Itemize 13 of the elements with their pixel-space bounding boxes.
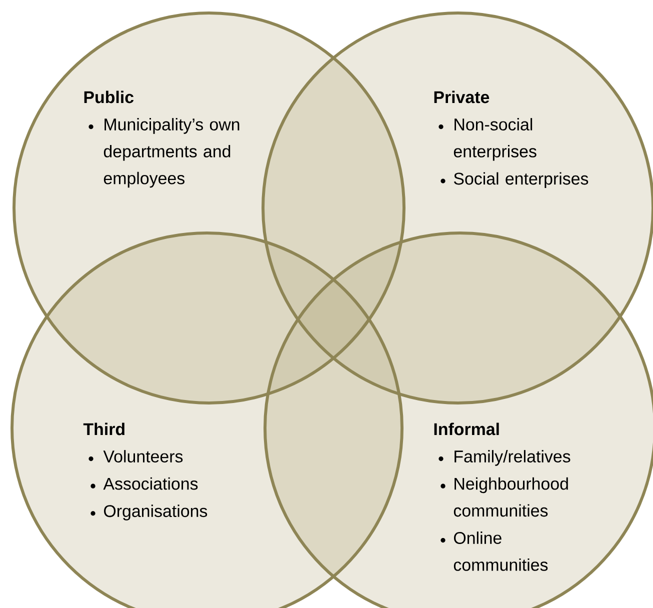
bullet-item: Neighbourhood communities (454, 477, 568, 517)
bullet-item: Municipality’s own departments and employees (104, 118, 240, 188)
bullet-item: Associations (103, 477, 198, 490)
bullet-item: Non-social enterprises (454, 118, 536, 161)
bullet-item: Organisations (104, 504, 208, 520)
bullet-item: Volunteers (103, 450, 183, 462)
bullet-item: Social enterprises (454, 172, 588, 188)
bullet-item: Online communities (454, 532, 548, 571)
bullet-item: Family/relatives (454, 450, 570, 466)
heading: Private (434, 90, 490, 104)
heading: Informal (434, 422, 499, 436)
heading: Public (84, 90, 134, 104)
heading: Third (83, 422, 124, 436)
